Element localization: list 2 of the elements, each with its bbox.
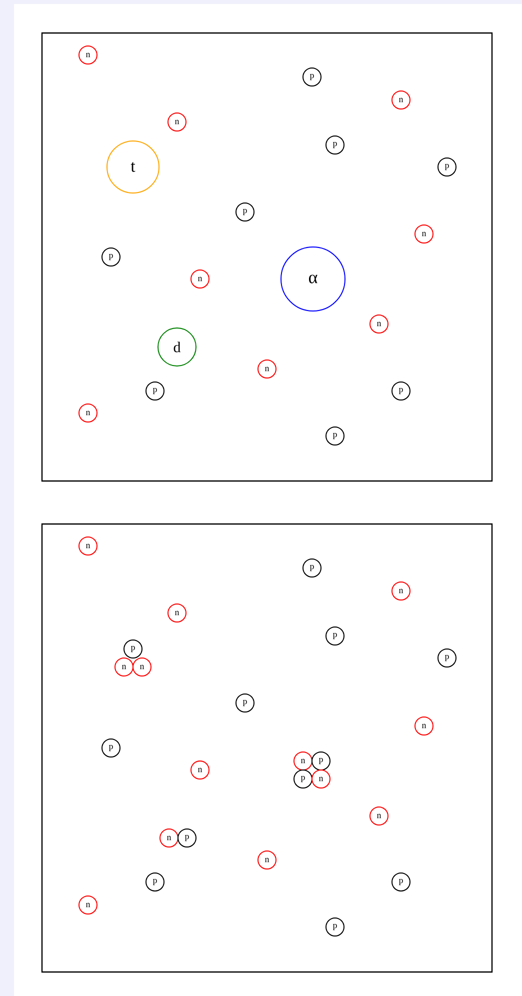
frame-box bbox=[41, 523, 493, 973]
frame-box bbox=[41, 32, 493, 482]
